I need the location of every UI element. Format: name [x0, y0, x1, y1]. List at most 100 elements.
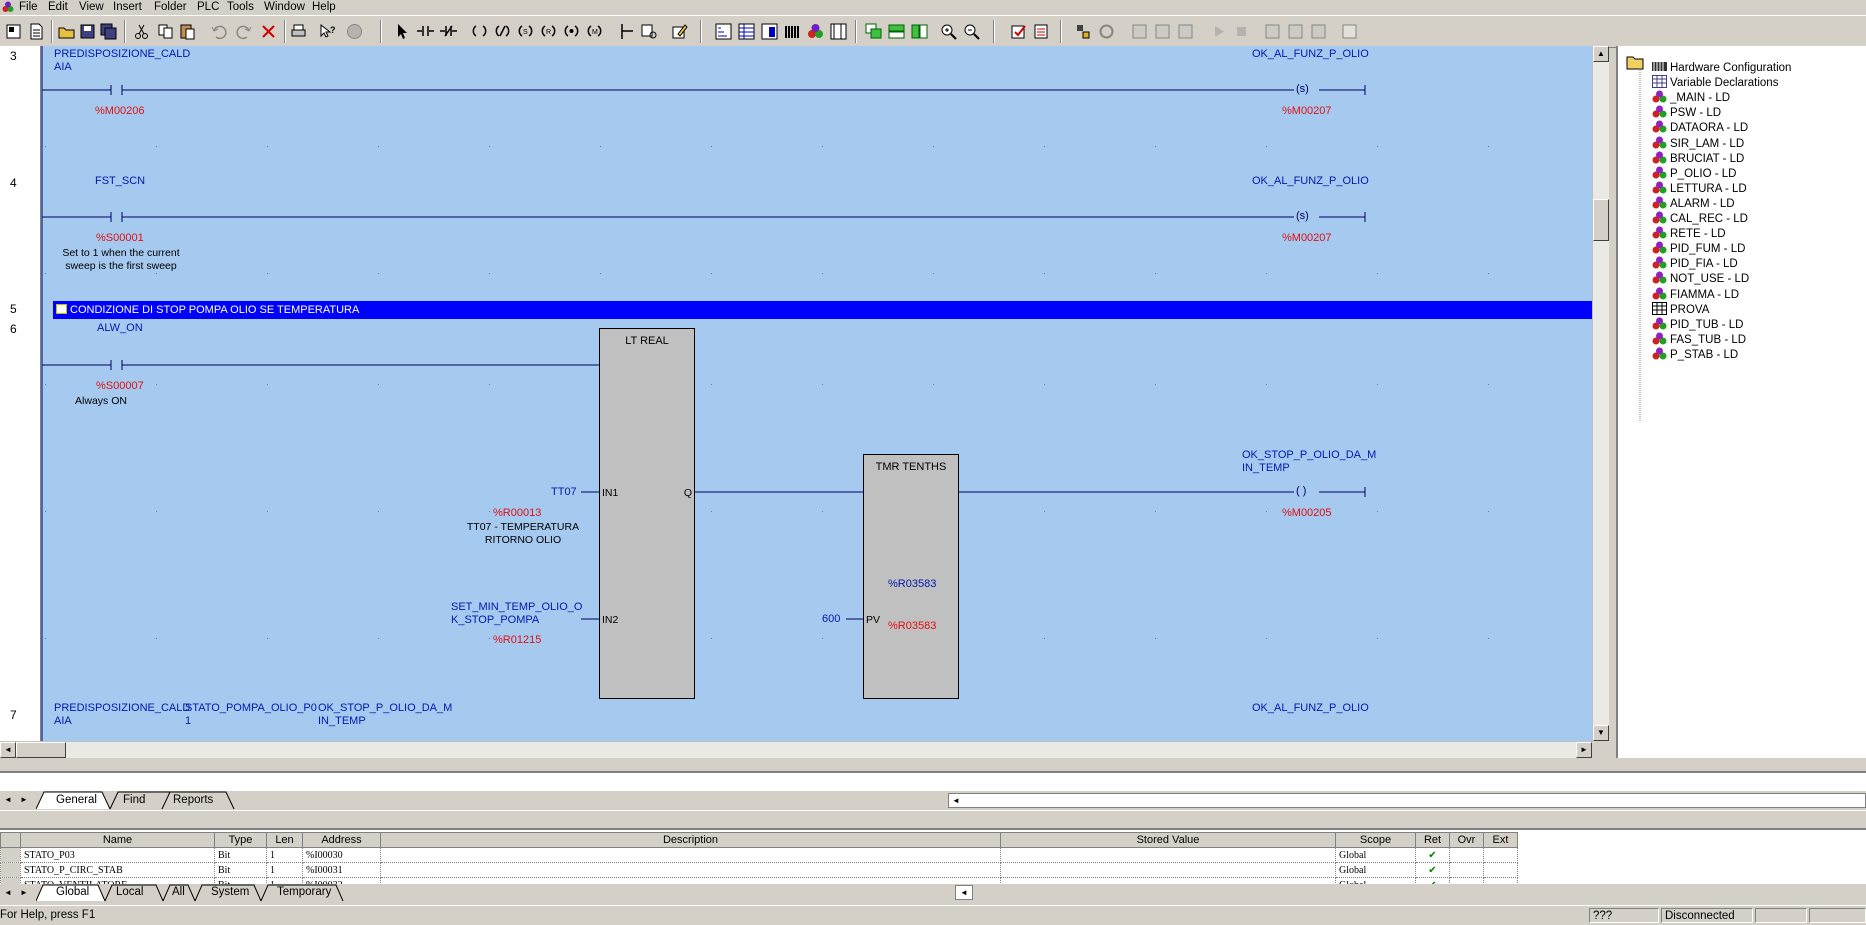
column-header[interactable]: Ovr	[1449, 832, 1484, 848]
column-header[interactable]: Len	[266, 832, 303, 848]
download-icon[interactable]	[1130, 22, 1149, 41]
scroll-thumb[interactable]	[16, 742, 66, 758]
menu-help[interactable]: Help	[312, 1, 336, 13]
tree-item[interactable]: PID_TUB - LD	[1652, 317, 1744, 332]
menu-plc[interactable]: PLC	[197, 1, 220, 13]
select-pointer-icon[interactable]	[393, 22, 412, 41]
menu-insert[interactable]: Insert	[113, 1, 142, 13]
folder-icon[interactable]	[1626, 54, 1644, 70]
positive-coil-icon[interactable]	[562, 22, 581, 41]
table-cell[interactable]: Bit	[214, 847, 267, 863]
menu-folder[interactable]: Folder	[154, 1, 187, 13]
validate-icon[interactable]	[1009, 22, 1028, 41]
zoom-in-icon[interactable]	[939, 22, 958, 41]
stop-plc-icon[interactable]	[1232, 22, 1251, 41]
nc-contact-icon[interactable]	[439, 22, 458, 41]
tab-reports[interactable]: Reports	[173, 794, 214, 806]
tab-all[interactable]: All	[172, 886, 185, 898]
negated-coil-icon[interactable]	[493, 22, 512, 41]
row-header[interactable]	[0, 847, 21, 863]
window-tile-icon[interactable]	[887, 22, 906, 41]
set-coil-icon[interactable]: S	[516, 22, 535, 41]
column-header[interactable]: Type	[214, 832, 267, 848]
scroll-left-icon[interactable]: ◄	[952, 796, 960, 805]
menu-window[interactable]: Window	[264, 1, 305, 13]
scroll-thumb[interactable]	[1593, 199, 1609, 241]
tree-item[interactable]: _MAIN - LD	[1652, 90, 1730, 105]
function-block-icon[interactable]	[639, 22, 658, 41]
tab-scroll-left-icon[interactable]: ◄	[4, 888, 12, 897]
column-header[interactable]: Scope	[1335, 832, 1416, 848]
output-hscroll[interactable]: ◄	[948, 793, 1866, 808]
validate-all-icon[interactable]	[1032, 22, 1051, 41]
blocks-icon[interactable]	[806, 22, 825, 41]
verify-icon[interactable]	[1176, 22, 1195, 41]
stop-icon[interactable]	[345, 22, 364, 41]
window-arrange-icon[interactable]	[910, 22, 929, 41]
table-cell[interactable]	[1000, 847, 1336, 863]
fault-table-icon[interactable]	[1286, 22, 1305, 41]
tree-item[interactable]: SIR_LAM - LD	[1652, 136, 1744, 151]
table-cell[interactable]: Global	[1335, 862, 1416, 878]
table-view-icon[interactable]	[737, 22, 756, 41]
scroll-right-icon[interactable]: ►	[1576, 742, 1592, 758]
delete-icon[interactable]	[259, 22, 278, 41]
tmr-tenths-block[interactable]: TMR TENTHS PV %R03583 %R03583	[863, 454, 959, 699]
tree-item[interactable]: P_OLIO - LD	[1652, 166, 1736, 181]
tab-scroll-left-icon[interactable]: ◄	[4, 795, 12, 804]
upload-icon[interactable]	[1153, 22, 1172, 41]
scroll-down-icon[interactable]: ▼	[1593, 725, 1609, 741]
save-all-icon[interactable]	[99, 22, 118, 41]
save-icon[interactable]	[78, 22, 97, 41]
online-icon[interactable]	[1074, 22, 1093, 41]
horizontal-scrollbar[interactable]: ◄ ►	[0, 741, 1592, 758]
no-contact-icon[interactable]	[416, 22, 435, 41]
scroll-left-icon[interactable]: ◄	[955, 885, 973, 900]
tree-item[interactable]: Hardware Configuration	[1652, 60, 1791, 75]
lt-real-block[interactable]: LT REAL IN1 Q IN2	[599, 328, 695, 699]
column-header[interactable]: Stored Value	[1000, 832, 1336, 848]
vertical-scrollbar[interactable]: ▲ ▼	[1592, 46, 1609, 741]
tree-item[interactable]: BRUCIAT - LD	[1652, 151, 1744, 166]
tree-item[interactable]: P_STAB - LD	[1652, 347, 1738, 362]
tab-general[interactable]: General	[56, 794, 97, 806]
tab-local[interactable]: Local	[116, 886, 144, 898]
window-cascade-icon[interactable]	[864, 22, 883, 41]
table-cell[interactable]	[1449, 847, 1484, 863]
table-cell[interactable]: ✔	[1415, 862, 1450, 878]
tree-item[interactable]: CAL_REC - LD	[1652, 211, 1748, 226]
context-help-icon[interactable]: ?	[318, 22, 337, 41]
row-header[interactable]	[0, 862, 21, 878]
table-cell[interactable]: %I00031	[302, 862, 381, 878]
table-cell[interactable]: Bit	[214, 862, 267, 878]
zoom-out-icon[interactable]	[962, 22, 981, 41]
table-cell[interactable]: STATO_P_CIRC_STAB	[20, 862, 215, 878]
tree-item[interactable]: FAS_TUB - LD	[1652, 332, 1746, 347]
table-cell[interactable]: Global	[1335, 847, 1416, 863]
table-cell[interactable]	[380, 847, 1001, 863]
scroll-left-icon[interactable]: ◄	[0, 742, 16, 758]
table-cell[interactable]: ✔	[1415, 847, 1450, 863]
tree-item[interactable]: FIAMMA - LD	[1652, 287, 1739, 302]
open-folder-icon[interactable]	[57, 22, 76, 41]
data-watch-icon[interactable]	[829, 22, 848, 41]
menu-edit[interactable]: Edit	[48, 1, 68, 13]
run-icon[interactable]	[1209, 22, 1228, 41]
menu-view[interactable]: View	[79, 1, 104, 13]
edit-icon[interactable]	[670, 22, 689, 41]
column-header[interactable]: Address	[302, 832, 381, 848]
rung-comment-bar[interactable]: CONDIZIONE DI STOP POMPA OLIO SE TEMPERA…	[53, 301, 1592, 319]
table-cell[interactable]: STATO_P03	[20, 847, 215, 863]
table-cell[interactable]	[1483, 847, 1518, 863]
tab-scroll-right-icon[interactable]: ►	[20, 795, 28, 804]
redo-icon[interactable]	[234, 22, 253, 41]
undo-icon[interactable]	[210, 22, 229, 41]
tree-item[interactable]: DATAORA - LD	[1652, 120, 1748, 135]
menu-tools[interactable]: Tools	[227, 1, 254, 13]
bar-chart-icon[interactable]	[783, 22, 802, 41]
tab-global[interactable]: Global	[56, 886, 90, 898]
set-coil[interactable]: (s)	[1296, 210, 1309, 222]
inspector-icon[interactable]	[760, 22, 779, 41]
tree-item[interactable]: PID_FUM - LD	[1652, 241, 1745, 256]
